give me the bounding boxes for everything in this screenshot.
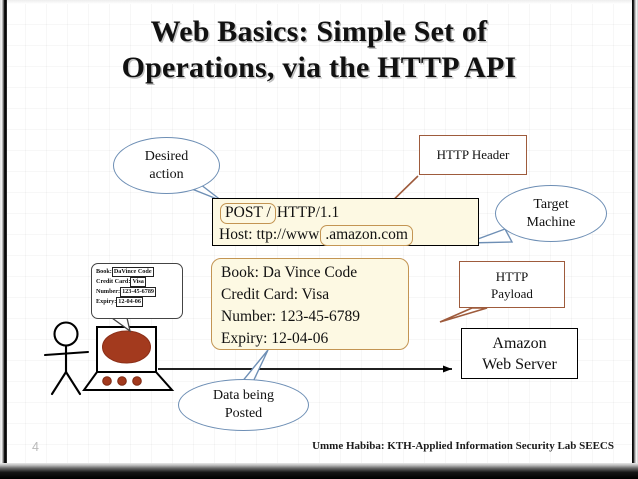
callout-target-machine-line2: Machine <box>526 214 576 230</box>
slide-page-number: 4 <box>32 440 39 454</box>
http-request-line: POST /HTTP/1.1 <box>219 202 478 224</box>
slide-title-line2: Operations, via the HTTP API <box>121 51 517 84</box>
form-row: Number:123-45-6789 <box>96 287 182 297</box>
form-row: Credit Card:Visa <box>96 277 182 287</box>
form-label-expiry: Expiry: <box>96 298 117 305</box>
callout-desired-action: Desired action <box>113 137 220 194</box>
form-input-credit-card[interactable]: Visa <box>130 277 146 287</box>
callout-data-being-posted-line1: Data being <box>212 388 275 403</box>
http-payload-box: Book: Da Vince Code Credit Card: Visa Nu… <box>211 258 409 350</box>
callout-target-machine-line1: Target <box>533 196 569 212</box>
form-label-number: Number: <box>96 288 121 295</box>
form-row: Expiry:12-04-06 <box>96 297 182 307</box>
http-payload-pointer <box>439 307 488 323</box>
callout-http-payload-line2: Payload <box>491 285 533 301</box>
host-domain-highlight: .amazon.com <box>320 225 413 246</box>
http-host-line: Host: ttp://www.amazon.com <box>219 224 478 246</box>
callout-desired-action-line1: Desired <box>144 148 189 164</box>
form-input-expiry[interactable]: 12-04-06 <box>116 297 143 307</box>
form-row: Book:DaVince Code <box>96 267 182 277</box>
request-method-highlight: POST / <box>220 203 276 224</box>
slide-title-line1: Web Basics: Simple Set of <box>150 15 488 48</box>
slide-left-edge <box>0 0 7 479</box>
slide-right-edge <box>632 0 638 479</box>
slide-footer-credit: Umme Habiba: KTH-Applied Information Sec… <box>312 440 614 452</box>
callout-http-header: HTTP Header <box>419 135 527 175</box>
slide-top-edge <box>0 0 638 4</box>
callout-http-payload: HTTP Payload <box>459 261 565 308</box>
callout-data-being-posted: Data being Posted <box>178 379 309 431</box>
callout-http-payload-line1: HTTP <box>495 268 529 284</box>
host-label: Host: ttp://www <box>219 226 320 243</box>
form-label-book: Book: <box>96 268 112 275</box>
payload-line: Credit Card: Visa <box>221 286 330 303</box>
form-label-credit-card: Credit Card: <box>96 278 131 285</box>
server-line1: Amazon <box>492 334 547 352</box>
request-version: HTTP/1.1 <box>276 204 340 221</box>
browser-order-form[interactable]: Book:DaVince Code Credit Card:Visa Numbe… <box>91 263 183 319</box>
slide-bottom-edge <box>0 463 638 479</box>
payload-line: Number: 123-45-6789 <box>221 308 361 325</box>
request-arrow <box>158 365 452 373</box>
stick-figure-user <box>43 321 90 396</box>
computer-monitor <box>82 326 175 391</box>
callout-data-being-posted-line2: Posted <box>224 406 263 421</box>
server-line2: Web Server <box>482 355 557 373</box>
slide-title: Web Basics: Simple Set of Operations, vi… <box>46 14 592 86</box>
callout-http-header-label: HTTP Header <box>436 147 510 162</box>
payload-line: Expiry: 12-04-06 <box>221 330 329 347</box>
amazon-web-server-box: Amazon Web Server <box>461 328 578 379</box>
http-header-box: POST /HTTP/1.1 Host: ttp://www.amazon.co… <box>212 198 479 246</box>
payload-line: Book: Da Vince Code <box>221 264 358 281</box>
callout-desired-action-line2: action <box>149 166 184 182</box>
form-input-book[interactable]: DaVince Code <box>111 267 154 277</box>
callout-target-machine: Target Machine <box>495 185 607 242</box>
form-input-number[interactable]: 123-45-6789 <box>120 287 157 297</box>
